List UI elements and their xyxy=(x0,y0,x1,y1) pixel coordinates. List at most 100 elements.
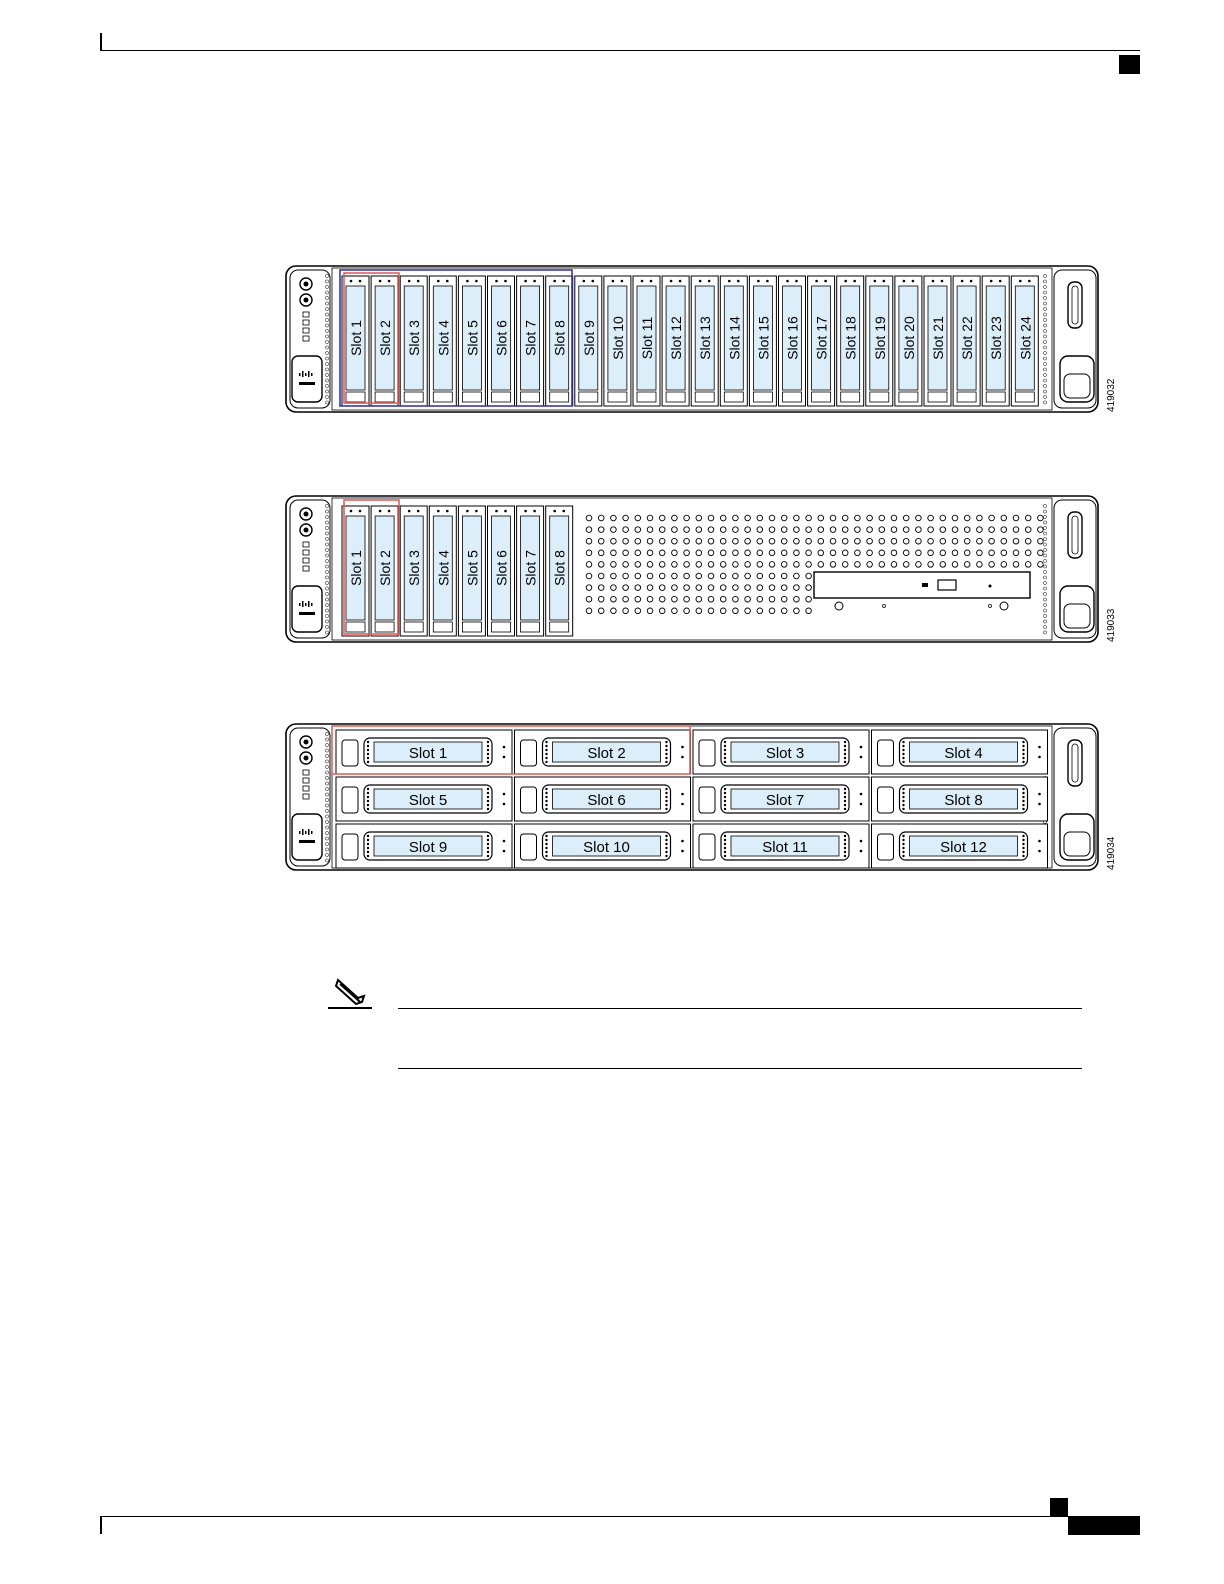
drive-slot-1: Slot 1 xyxy=(341,275,370,407)
drive-slot-6: Slot 6 xyxy=(487,275,515,407)
drive-label-panel xyxy=(345,515,366,621)
drive-slot-3: Slot 3 xyxy=(692,729,870,775)
vent-dot xyxy=(1043,389,1047,394)
drive-handle xyxy=(877,786,894,814)
vent-dot xyxy=(325,743,329,747)
logo-wordmark-icon xyxy=(299,840,315,843)
vent-dot xyxy=(1043,384,1047,388)
vent-dot xyxy=(1043,400,1047,405)
drive-slot-label: Slot 6 xyxy=(494,320,510,356)
vent-dot xyxy=(325,592,329,596)
vent-dot xyxy=(325,765,329,769)
drive-label-panel xyxy=(345,285,366,391)
drive-slot-9: Slot 9 xyxy=(574,275,603,407)
left-rack-ear xyxy=(289,499,331,639)
drive-slot-label: Slot 2 xyxy=(377,550,393,586)
status-led-icon xyxy=(302,311,310,318)
vent-dot xyxy=(325,526,329,530)
status-led-icon xyxy=(302,777,310,784)
drive-slot-label: Slot 3 xyxy=(766,745,804,762)
vent-dot xyxy=(325,825,329,830)
drive-slot-16: Slot 16 xyxy=(778,275,806,407)
drive-label-panel xyxy=(549,285,570,391)
drive-slot-label: Slot 11 xyxy=(762,839,808,856)
logo-bars-icon xyxy=(308,829,310,835)
vent-dot xyxy=(325,814,329,819)
logo-wordmark-icon xyxy=(299,382,315,385)
drive-slot-19: Slot 19 xyxy=(865,275,894,407)
vent-dot xyxy=(1043,318,1047,322)
vent-dot xyxy=(1043,509,1047,514)
vent-dot xyxy=(325,809,329,813)
drive-label-panel xyxy=(607,285,628,391)
drive-slot-5: Slot 5 xyxy=(457,275,486,407)
logo-bars-icon xyxy=(311,373,313,376)
logo-bars-icon xyxy=(308,371,310,377)
drive-label-panel xyxy=(956,285,977,391)
screw-icon xyxy=(834,601,844,611)
drive-slot-label: Slot 16 xyxy=(785,316,801,360)
figure-id: 419032 xyxy=(1106,378,1117,412)
drive-label-panel xyxy=(461,515,482,621)
drive-latch xyxy=(607,391,628,403)
vent-dot xyxy=(1043,340,1047,344)
drive-label-panel xyxy=(909,741,1018,763)
vent-dot xyxy=(1043,537,1047,541)
vent-dot xyxy=(1043,515,1047,519)
eject-button xyxy=(937,579,957,591)
vent-dot xyxy=(1043,362,1047,366)
drive-slot-1: Slot 1 xyxy=(341,505,370,637)
drive-latch xyxy=(520,621,541,633)
drive-slot-label: Slot 10 xyxy=(610,316,626,360)
vent-dot xyxy=(1043,274,1047,278)
drive-slot-label: Slot 1 xyxy=(348,320,364,356)
drive-slot-2: Slot 2 xyxy=(514,729,691,775)
vent-dot xyxy=(325,575,329,580)
note-bottom-rule xyxy=(398,1068,1082,1069)
drive-slot-2: Slot 2 xyxy=(370,505,399,637)
drive-slot-4: Slot 4 xyxy=(428,505,457,637)
drive-slot-9: Slot 9 xyxy=(335,823,513,869)
drive-label-panel xyxy=(752,285,773,391)
vent-dot xyxy=(325,781,329,786)
drive-label-panel xyxy=(373,835,483,857)
vent-dot xyxy=(325,625,329,629)
drive-label-panel xyxy=(552,741,661,763)
drive-slot-7: Slot 7 xyxy=(516,275,545,407)
drive-slot-13: Slot 13 xyxy=(690,275,719,407)
drive-slot-label: Slot 9 xyxy=(581,320,597,356)
vent-dot xyxy=(325,847,329,852)
drive-label-panel xyxy=(730,741,840,763)
drive-label-panel xyxy=(909,788,1018,810)
drive-latch xyxy=(432,391,453,403)
vent-dot xyxy=(1043,592,1047,596)
logo-wordmark-icon xyxy=(299,612,315,615)
vent-dot xyxy=(1043,290,1047,295)
drive-slot-8: Slot 8 xyxy=(545,275,574,407)
status-led-icon xyxy=(302,565,310,572)
drive-label-panel xyxy=(723,285,744,391)
drive-slot-label: Slot 22 xyxy=(959,316,975,360)
drive-slot-5: Slot 5 xyxy=(335,776,513,822)
left-rack-ear xyxy=(289,727,331,867)
logo-bars-icon xyxy=(305,373,307,376)
status-led-icon xyxy=(302,785,310,792)
drive-latch xyxy=(403,621,424,633)
vent-dot xyxy=(1043,608,1047,613)
drive-latch xyxy=(520,391,541,403)
vent-dot xyxy=(1043,334,1047,339)
vent-dot xyxy=(325,803,329,808)
drive-slot-label: Slot 7 xyxy=(523,550,539,586)
bay-frame xyxy=(331,267,1053,411)
vent-dot xyxy=(325,776,329,780)
drive-slot-3: Slot 3 xyxy=(399,275,428,407)
drive-slot-label: Slot 23 xyxy=(988,316,1004,360)
drive-slot-22: Slot 22 xyxy=(952,275,981,407)
drive-latch xyxy=(432,621,453,633)
vent-dot xyxy=(325,570,329,574)
drive-label-panel xyxy=(373,788,483,810)
screw-icon xyxy=(999,601,1009,611)
drive-slot-4: Slot 4 xyxy=(871,729,1048,775)
drive-label-panel xyxy=(578,285,599,391)
vent-dot xyxy=(325,597,329,602)
